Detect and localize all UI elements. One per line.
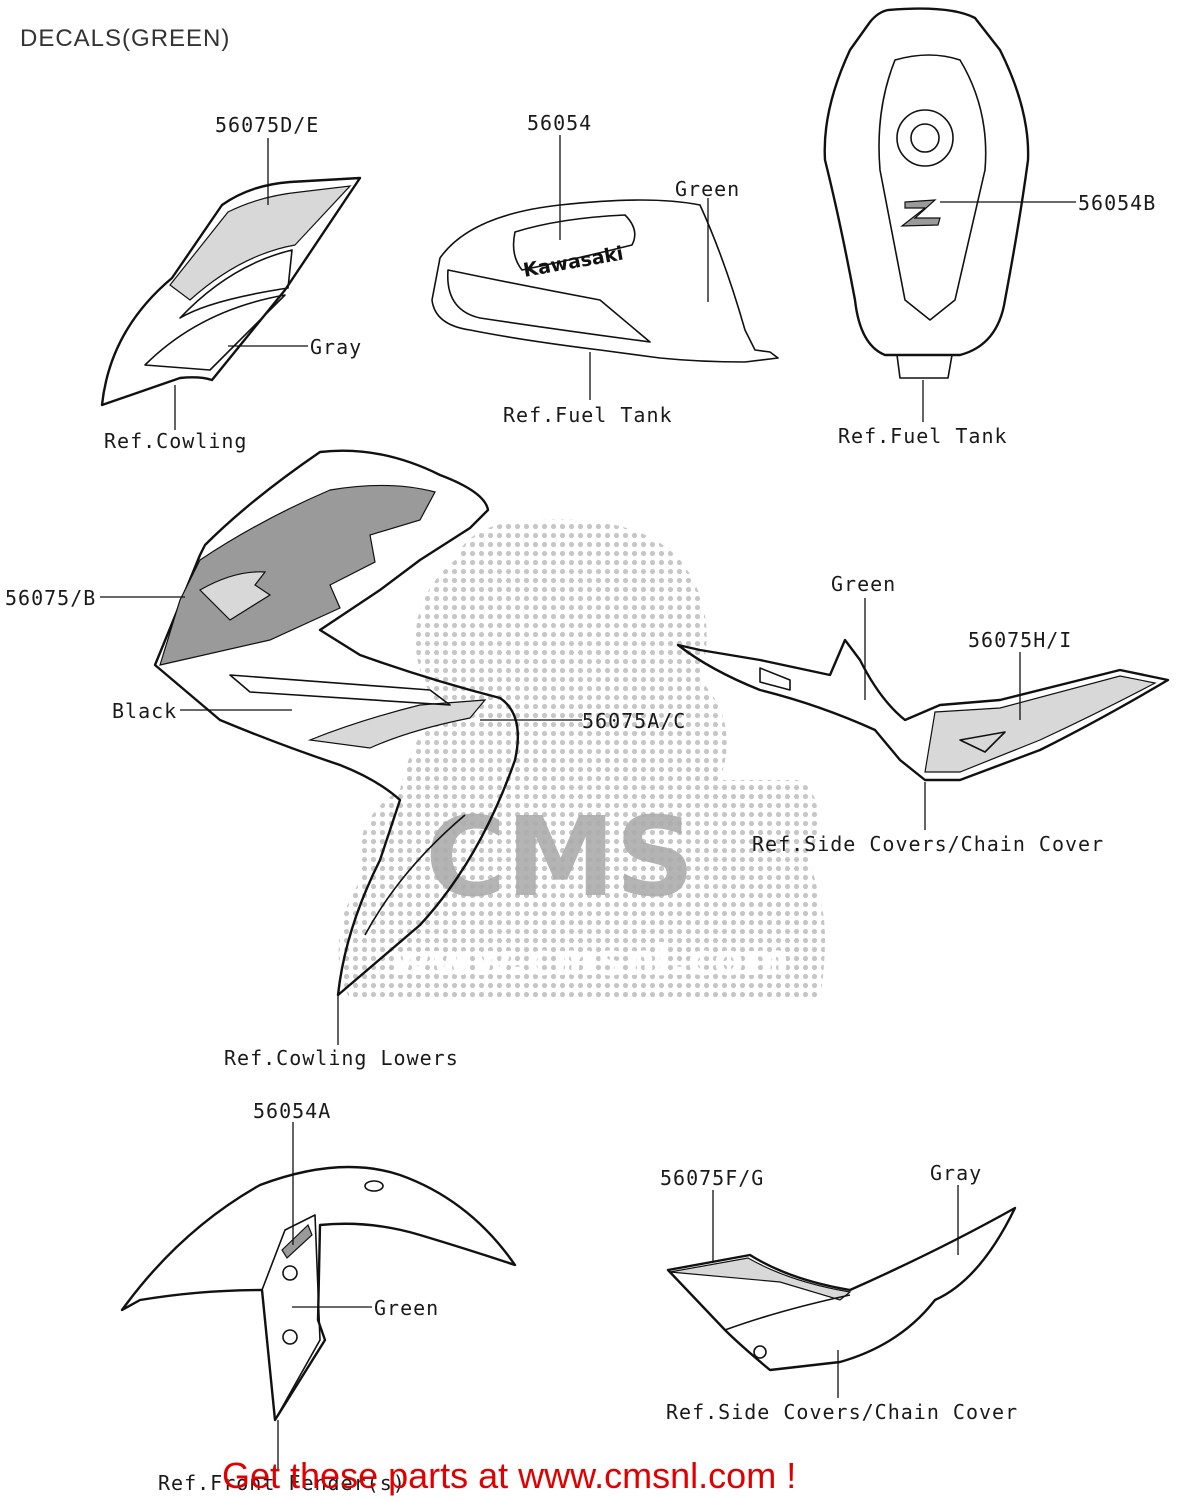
watermark-site: www.cmsnl.com: [390, 935, 789, 986]
footer-promo[interactable]: Get these parts at www.cmsnl.com !: [222, 1455, 796, 1496]
front-fender-drawing: [120, 1165, 517, 1422]
tank-logo-text: Kawasaki: [522, 243, 625, 282]
callout-56075fg: 56075F/G: [660, 1166, 764, 1190]
callout-56054: 56054: [527, 111, 592, 135]
callout-ref-fuel-tank-2: Ref.Fuel Tank: [838, 424, 1008, 448]
watermark-brand: CMS: [425, 793, 694, 921]
callout-56075de: 56075D/E: [215, 113, 319, 137]
callout-ref-front-fender: Ref.Front Fender(s): [158, 1471, 406, 1495]
callout-56054b: 56054B: [1078, 191, 1156, 215]
callout-gray-cowl: Gray: [310, 335, 362, 359]
callout-56054a: 56054A: [253, 1099, 331, 1123]
callout-ref-cowling-lowers: Ref.Cowling Lowers: [224, 1046, 459, 1070]
callout-black-shroud: Black: [112, 699, 177, 723]
callout-56075ac: 56075A/C: [582, 709, 686, 733]
callout-green-side: Green: [831, 572, 896, 596]
callout-56075hi: 56075H/I: [968, 628, 1072, 652]
diagram-title: DECALS(GREEN): [20, 25, 230, 52]
callout-ref-side-covers-1: Ref.Side Covers/Chain Cover: [752, 832, 1104, 856]
side-cover-drawing: [676, 638, 1170, 782]
fuel-tank-side-drawing: Kawasaki: [431, 199, 779, 363]
callout-green-fender: Green: [374, 1296, 439, 1320]
callout-ref-cowling: Ref.Cowling: [104, 429, 247, 453]
callout-green-tank: Green: [675, 177, 740, 201]
shroud-drawing: [153, 449, 519, 997]
cms-watermark: CMS www.cmsnl.com: [338, 519, 825, 1000]
callout-gray-side: Gray: [930, 1161, 982, 1185]
callout-ref-side-covers-2: Ref.Side Covers/Chain Cover: [666, 1400, 1018, 1424]
side-cover-lower-drawing: [666, 1206, 1017, 1372]
cowling-decal-drawing: [100, 176, 362, 407]
fuel-tank-top-drawing: [823, 7, 1030, 379]
callout-ref-fuel-tank-1: Ref.Fuel Tank: [503, 403, 673, 427]
callout-56075b: 56075/B: [5, 586, 96, 610]
